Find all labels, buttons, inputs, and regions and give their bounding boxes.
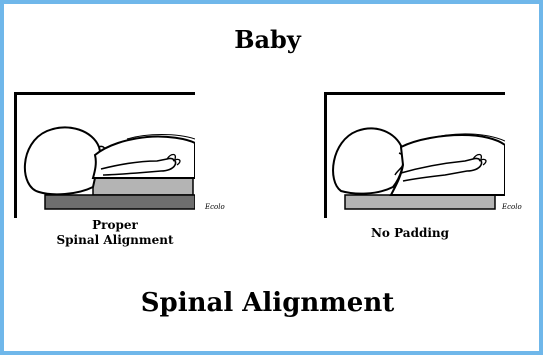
baby-head xyxy=(25,127,100,194)
board xyxy=(45,195,195,209)
proper-alignment-caption: Proper Spinal Alignment xyxy=(30,218,200,248)
no-padding-caption: No Padding xyxy=(340,226,480,241)
baby-torso xyxy=(391,135,505,195)
footer-title: Spinal Alignment xyxy=(0,288,535,318)
artist-signature: Ecolo xyxy=(502,203,522,211)
caption-line: No Padding xyxy=(340,226,480,241)
baby-no-padding-drawing xyxy=(327,95,505,218)
page-title: Baby xyxy=(0,25,535,54)
proper-alignment-illustration xyxy=(14,92,195,218)
caption-line: Proper xyxy=(30,218,200,233)
baby-with-padding-drawing xyxy=(17,95,195,218)
shoulder-padding xyxy=(93,178,193,195)
no-padding-illustration xyxy=(324,92,505,218)
baby-head xyxy=(333,128,403,193)
board xyxy=(345,195,495,209)
artist-signature: Ecolo xyxy=(205,203,225,211)
caption-line: Spinal Alignment xyxy=(30,233,200,248)
